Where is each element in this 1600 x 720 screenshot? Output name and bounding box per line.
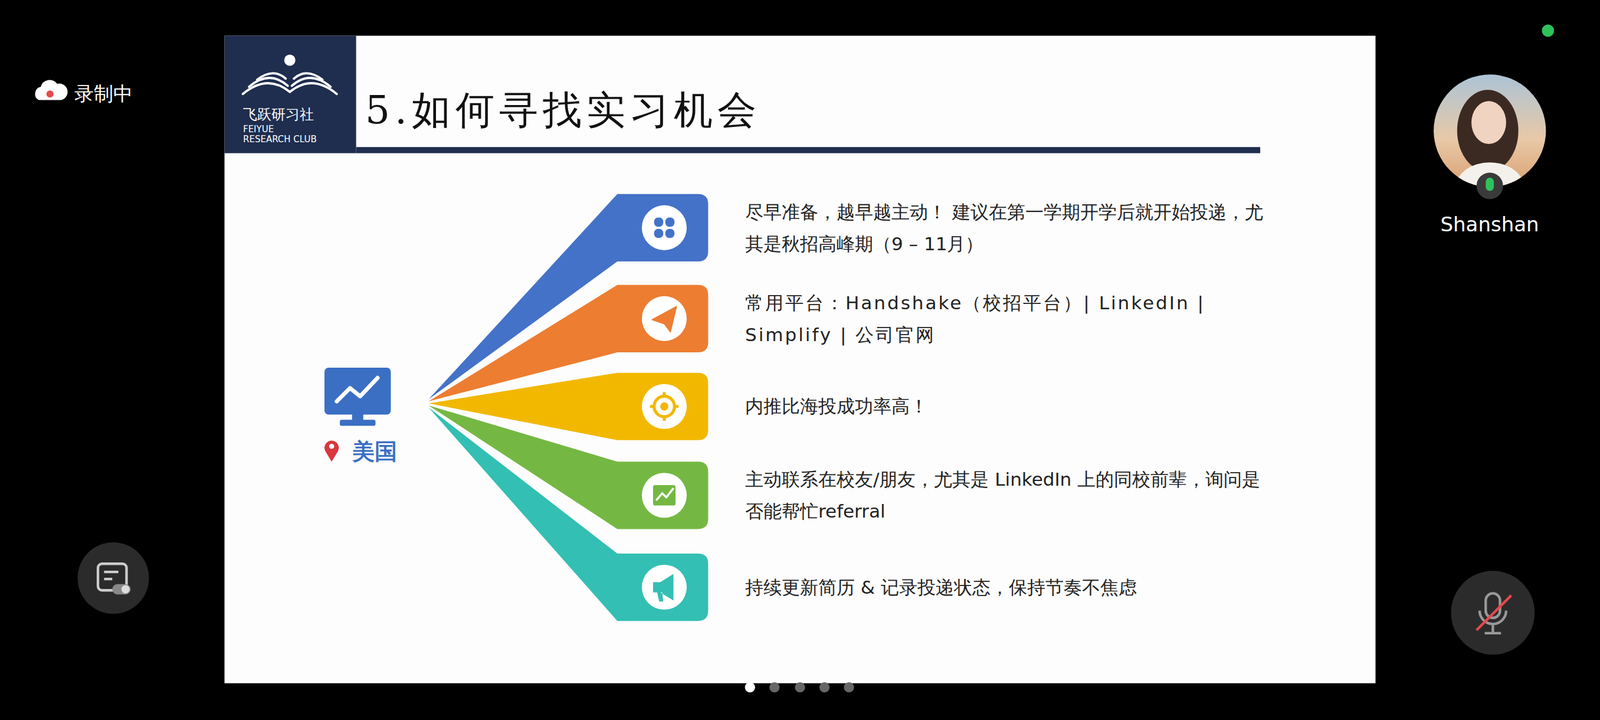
chart-line — [656, 487, 674, 501]
button-disc — [1450, 570, 1535, 655]
target-ring — [654, 395, 675, 417]
text-row: 内推比海投成功率高！ — [745, 389, 1277, 422]
mute-button — [1450, 570, 1535, 655]
mute-slash — [1476, 595, 1512, 631]
avatar — [1428, 71, 1552, 216]
row-text: 内推比海投成功率高！ — [745, 389, 1277, 422]
logo-arc — [257, 73, 286, 80]
icon-disc — [641, 205, 687, 251]
title-rule — [356, 146, 1261, 153]
caption-button — [77, 542, 149, 614]
icon-disc — [641, 564, 687, 610]
avatar-face — [1471, 100, 1507, 144]
monitor-base — [339, 419, 376, 426]
logo-dot — [284, 54, 296, 67]
logo-arc — [243, 83, 337, 94]
text-row: 持续更新简历 & 记录投递状态，保持节奏不焦虑 — [745, 571, 1277, 603]
logo-sub: RESEARCH CLUB — [243, 134, 317, 145]
slide-ground — [224, 35, 1376, 684]
avatar-body — [1454, 162, 1525, 216]
logo-arc — [293, 73, 323, 80]
button-glyph — [103, 571, 118, 579]
avatar-hair — [1457, 89, 1519, 172]
page-dot — [794, 682, 805, 693]
pin-head — [324, 440, 339, 462]
icon-disc — [641, 472, 687, 518]
icon-disc — [641, 384, 687, 429]
logo-mark — [243, 54, 337, 95]
page-dot — [745, 682, 756, 693]
monitor-neck — [352, 413, 364, 421]
monitor-icon — [324, 367, 391, 426]
text-row: 常用平台：Handshake（校招平台）| LinkedIn | Simplif… — [745, 286, 1277, 351]
row-text: 持续更新简历 & 记录投递状态，保持节奏不焦虑 — [745, 571, 1277, 603]
row-text: 尽早准备，越早越主动！ 建议在第一学期开学后就开始投递，尤其是秋招高峰期（9 –… — [745, 195, 1277, 260]
record-icon — [34, 79, 68, 100]
text-row: 尽早准备，越早越主动！ 建议在第一学期开学后就开始投递，尤其是秋招高峰期（9 –… — [745, 195, 1277, 260]
toggle-knob — [121, 585, 130, 594]
target-icon — [650, 392, 679, 421]
target-ticks — [650, 392, 679, 421]
band-icons — [641, 205, 687, 610]
megaphone-icon — [653, 574, 674, 602]
pin-icon — [324, 440, 339, 462]
target-dot — [660, 402, 669, 411]
chart-box — [653, 484, 676, 506]
chart-icon — [653, 484, 676, 506]
fan — [428, 194, 708, 621]
mic-badge — [1476, 172, 1504, 199]
logo-block — [224, 35, 357, 154]
participant-name: Shanshan — [1440, 212, 1539, 236]
fan-band — [428, 194, 708, 400]
page-dots — [745, 682, 855, 693]
slide-title: 5.如何寻找实习机会 — [365, 83, 762, 137]
fan-band — [428, 407, 708, 621]
button-disc — [77, 542, 149, 614]
cloud-shape — [34, 79, 68, 100]
clover-leaf — [654, 228, 664, 239]
mic-level — [1485, 177, 1494, 191]
text-row: 主动联系在校友/朋友，尤其是 LinkedIn 上的同校前辈，询问是否能帮忙re… — [745, 463, 1277, 527]
logo-arc — [292, 77, 331, 87]
logo-arc — [248, 77, 288, 87]
clover-leaf — [665, 217, 675, 228]
recording-label: 录制中 — [74, 82, 133, 106]
row-text: 常用平台：Handshake（校招平台）| LinkedIn | Simplif… — [745, 286, 1277, 351]
logo-sub: FEIYUE — [243, 124, 274, 135]
row-text: 主动联系在校友/朋友，尤其是 LinkedIn 上的同校前辈，询问是否能帮忙re… — [745, 463, 1277, 527]
monitor-screen — [324, 367, 391, 415]
clover-leaf — [665, 228, 675, 239]
record-dot — [46, 90, 54, 98]
region-label: 美国 — [352, 438, 398, 465]
plane-icon — [651, 306, 677, 332]
status-dot — [1541, 24, 1554, 38]
pin-hole — [329, 443, 335, 449]
page-dot — [843, 682, 854, 693]
trend-line — [336, 377, 378, 402]
page-dot — [819, 682, 830, 693]
logo-name: 飞跃研习社 — [243, 106, 314, 124]
icon-disc — [641, 296, 687, 342]
clover-leaf — [654, 217, 664, 228]
toggle-glyph — [112, 584, 131, 595]
clover-icon — [654, 217, 675, 239]
page-dot — [769, 682, 780, 693]
